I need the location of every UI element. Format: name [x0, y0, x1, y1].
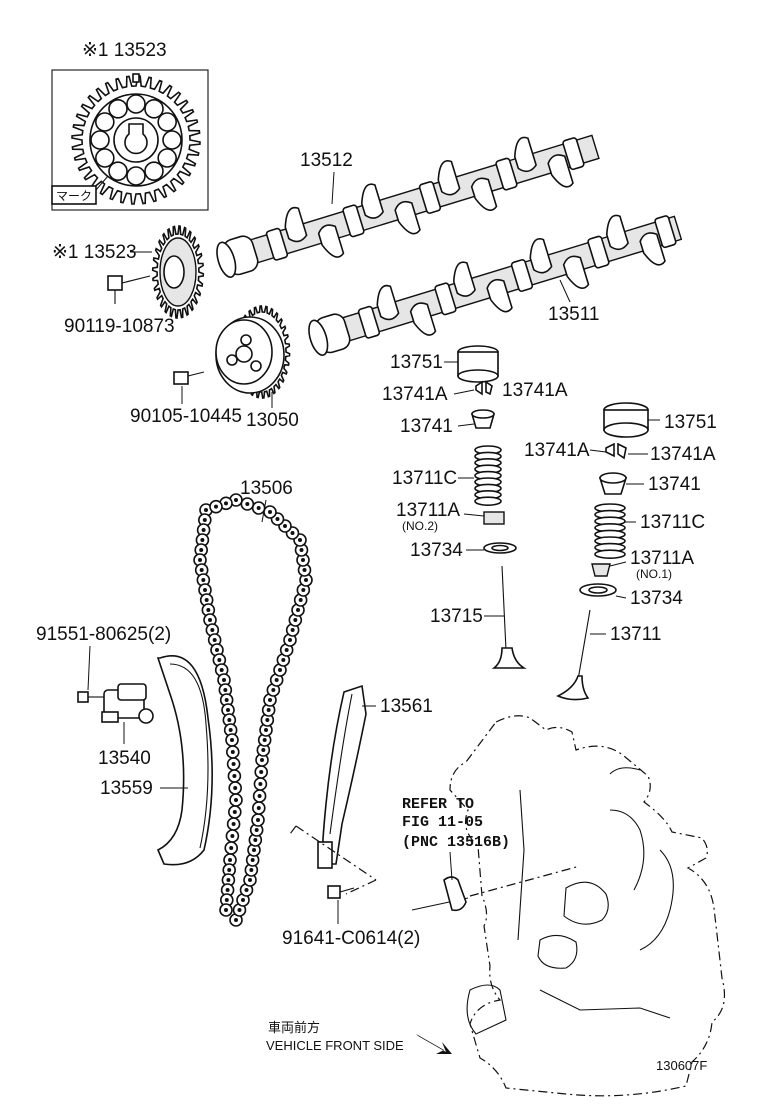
- label-keeper-right-a: 13741A: [524, 440, 590, 461]
- label-camshaft-intake: 13512: [300, 150, 353, 171]
- label-lifter-left: 13751: [390, 352, 443, 373]
- camshaft-sprocket: [151, 225, 205, 319]
- label-spring-seat-right: 13711A: [630, 548, 694, 569]
- sprocket-inset: マーク: [51, 69, 209, 211]
- label-camshaft-exhaust: 13511: [548, 304, 599, 325]
- label-seal-left: 13734: [410, 540, 463, 561]
- camshaft-intake: [216, 134, 600, 278]
- engine-block-outline: [449, 715, 725, 1097]
- label-tensioner: 13540: [98, 748, 151, 769]
- valve-stack-left: [457, 345, 527, 669]
- label-chain: 13506: [240, 478, 293, 499]
- label-damper: 13561: [380, 696, 433, 717]
- label-spring-seat-right-sub: (NO.1): [636, 567, 672, 581]
- label-keeper-left-b: 13741A: [502, 380, 568, 401]
- label-valve-right: 13711: [610, 624, 661, 645]
- vvt-gear-assembly: [215, 305, 291, 399]
- chain-tensioner: [77, 683, 154, 724]
- label-valve-left: 13715: [430, 606, 483, 627]
- sprocket-inset-drawing: [71, 73, 201, 205]
- note-line-3: (PNC 13516B): [402, 834, 510, 851]
- label-slipper: 13559: [100, 778, 153, 799]
- front-arrow-icon: [416, 1034, 452, 1054]
- label-seal-right: 13734: [630, 588, 683, 609]
- label-bolt-vvt: 90105-10445: [130, 406, 242, 427]
- bolt-sprocket: [107, 275, 151, 304]
- label-keeper-right-b: 13741A: [650, 444, 716, 465]
- label-retainer-left: 13741: [400, 416, 453, 437]
- label-sprocket-inset: ※1 13523: [82, 40, 167, 61]
- bolt-damper: [327, 885, 355, 899]
- note-line-2: FIG 11-05: [402, 814, 483, 831]
- dowel-pin: [411, 865, 581, 912]
- label-bolt-sprocket: 90119-10873: [64, 316, 175, 337]
- label-keeper-left-a: 13741A: [382, 384, 448, 405]
- note-line-1: REFER TO: [402, 796, 474, 813]
- bolt-vvt: [173, 371, 205, 385]
- chain-damper: [317, 684, 367, 869]
- label-spring-seat-left: 13711A: [396, 500, 460, 521]
- figure-id: 130607F: [656, 1058, 707, 1073]
- label-bolt-damper: 91641-C0614(2): [282, 928, 420, 949]
- label-spring-right: 13711C: [640, 512, 705, 533]
- valve-stack-right: [556, 402, 649, 701]
- label-bolt-tensioner: 91551-80625(2): [36, 624, 171, 645]
- label-lifter-right: 13751: [664, 412, 717, 433]
- front-label-jp: 車両前方: [268, 1020, 320, 1035]
- label-vvt-gear: 13050: [246, 410, 299, 431]
- timing-chain: [193, 493, 313, 927]
- mark-box-label: マーク: [56, 189, 92, 203]
- chain-slipper: [156, 655, 213, 866]
- front-label-en: VEHICLE FRONT SIDE: [266, 1038, 404, 1053]
- label-retainer-right: 13741: [648, 474, 701, 495]
- label-sprocket: ※1 13523: [52, 242, 137, 263]
- label-spring-left: 13711C: [392, 468, 457, 489]
- camshaft-exhaust: [308, 214, 683, 356]
- label-spring-seat-left-sub: (NO.2): [402, 519, 438, 533]
